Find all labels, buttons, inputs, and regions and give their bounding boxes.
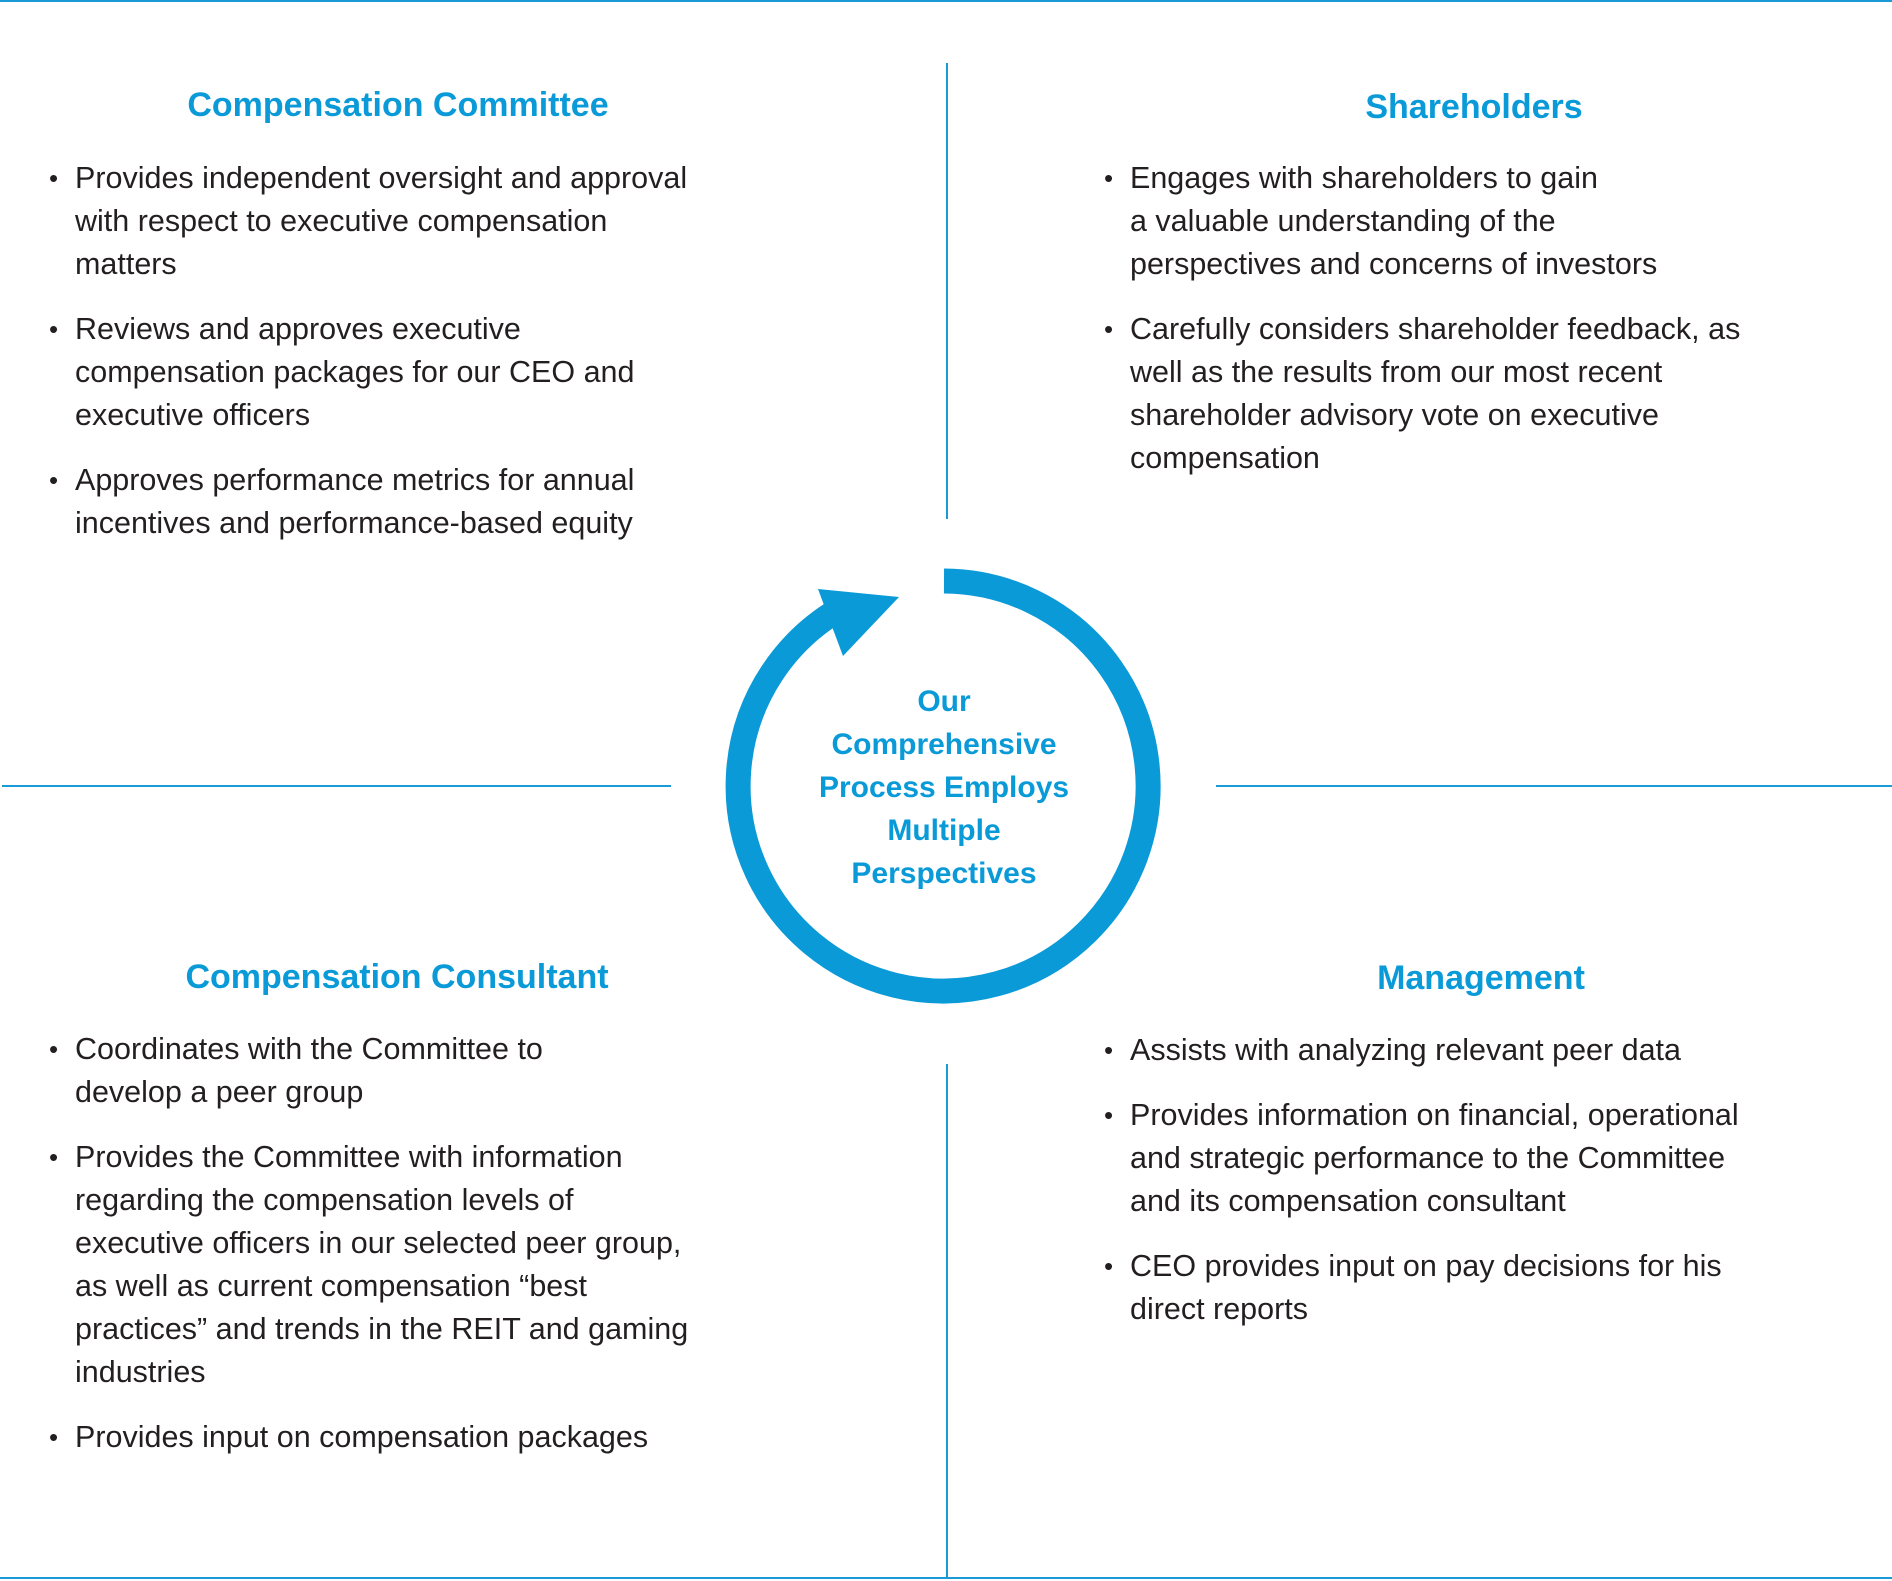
bullet-icon: •: [1104, 314, 1114, 344]
item-text: Reviews and approves executive compensat…: [75, 312, 635, 432]
item-text: Engages with shareholders to gain a valu…: [1130, 161, 1658, 281]
divider-horizontal-right: [1216, 785, 1892, 787]
divider-vertical-top: [946, 63, 948, 519]
heading-compensation-committee: Compensation Committee: [187, 86, 609, 124]
list-item: • Coordinates with the Committee to devel…: [49, 1028, 771, 1114]
list-item: • Provides independent oversight and appr…: [49, 157, 771, 286]
heading-management: Management: [1377, 959, 1585, 997]
bullet-icon: •: [1104, 163, 1114, 193]
item-text: Provides input on compensation packages: [75, 1420, 649, 1454]
heading-compensation-consultant: Compensation Consultant: [185, 958, 609, 996]
list-item: • Provides the Committee with information…: [49, 1136, 771, 1394]
item-text: CEO provides input on pay decisions for …: [1130, 1249, 1722, 1326]
item-text: Carefully considers shareholder feedback…: [1130, 312, 1741, 475]
consultant-list: • Coordinates with the Committee to devel…: [49, 1028, 771, 1481]
divider-horizontal-left: [2, 785, 671, 787]
list-item: • Assists with analyzing relevant peer da…: [1104, 1029, 1826, 1072]
divider-vertical-bottom: [946, 1064, 948, 1578]
item-text: Approves performance metrics for annual …: [75, 463, 635, 540]
bullet-icon: •: [49, 1142, 59, 1172]
heading-shareholders: Shareholders: [1365, 88, 1583, 126]
bullet-icon: •: [49, 1034, 59, 1064]
item-text: Provides the Committee with information …: [75, 1140, 689, 1389]
list-item: • Provides information on financial, oper…: [1104, 1094, 1826, 1223]
cycle-arc: [725, 568, 1161, 1004]
item-text: Assists with analyzing relevant peer dat…: [1130, 1033, 1681, 1067]
bullet-icon: •: [1104, 1100, 1114, 1130]
bullet-icon: •: [49, 1422, 59, 1452]
center-title: Our Comprehensive Process Employs Multip…: [818, 685, 1070, 890]
bottom-border: [0, 1577, 1892, 1579]
management-list: • Assists with analyzing relevant peer da…: [1104, 1029, 1826, 1353]
list-item: • CEO provides input on pay decisions for…: [1104, 1245, 1826, 1331]
bullet-icon: •: [49, 465, 59, 495]
top-border: [0, 0, 1892, 2]
item-text: Provides independent oversight and appro…: [75, 161, 688, 281]
bullet-icon: •: [1104, 1251, 1114, 1281]
list-item: • Engages with shareholders to gain a val…: [1104, 157, 1826, 286]
bullet-icon: •: [1104, 1035, 1114, 1065]
list-item: • Carefully considers shareholder feedbac…: [1104, 308, 1826, 480]
bullet-icon: •: [49, 314, 59, 344]
list-item: • Approves performance metrics for annual…: [49, 459, 771, 545]
arrow-head: [818, 589, 899, 656]
bullet-icon: •: [49, 163, 59, 193]
shareholders-list: • Engages with shareholders to gain a val…: [1104, 157, 1826, 502]
list-item: • Provides input on compensation packages: [49, 1416, 771, 1459]
item-text: Provides information on financial, opera…: [1130, 1098, 1739, 1218]
list-item: • Reviews and approves executive compensa…: [49, 308, 771, 437]
item-text: Coordinates with the Committee to develo…: [75, 1032, 543, 1109]
committee-list: • Provides independent oversight and appr…: [49, 157, 771, 567]
